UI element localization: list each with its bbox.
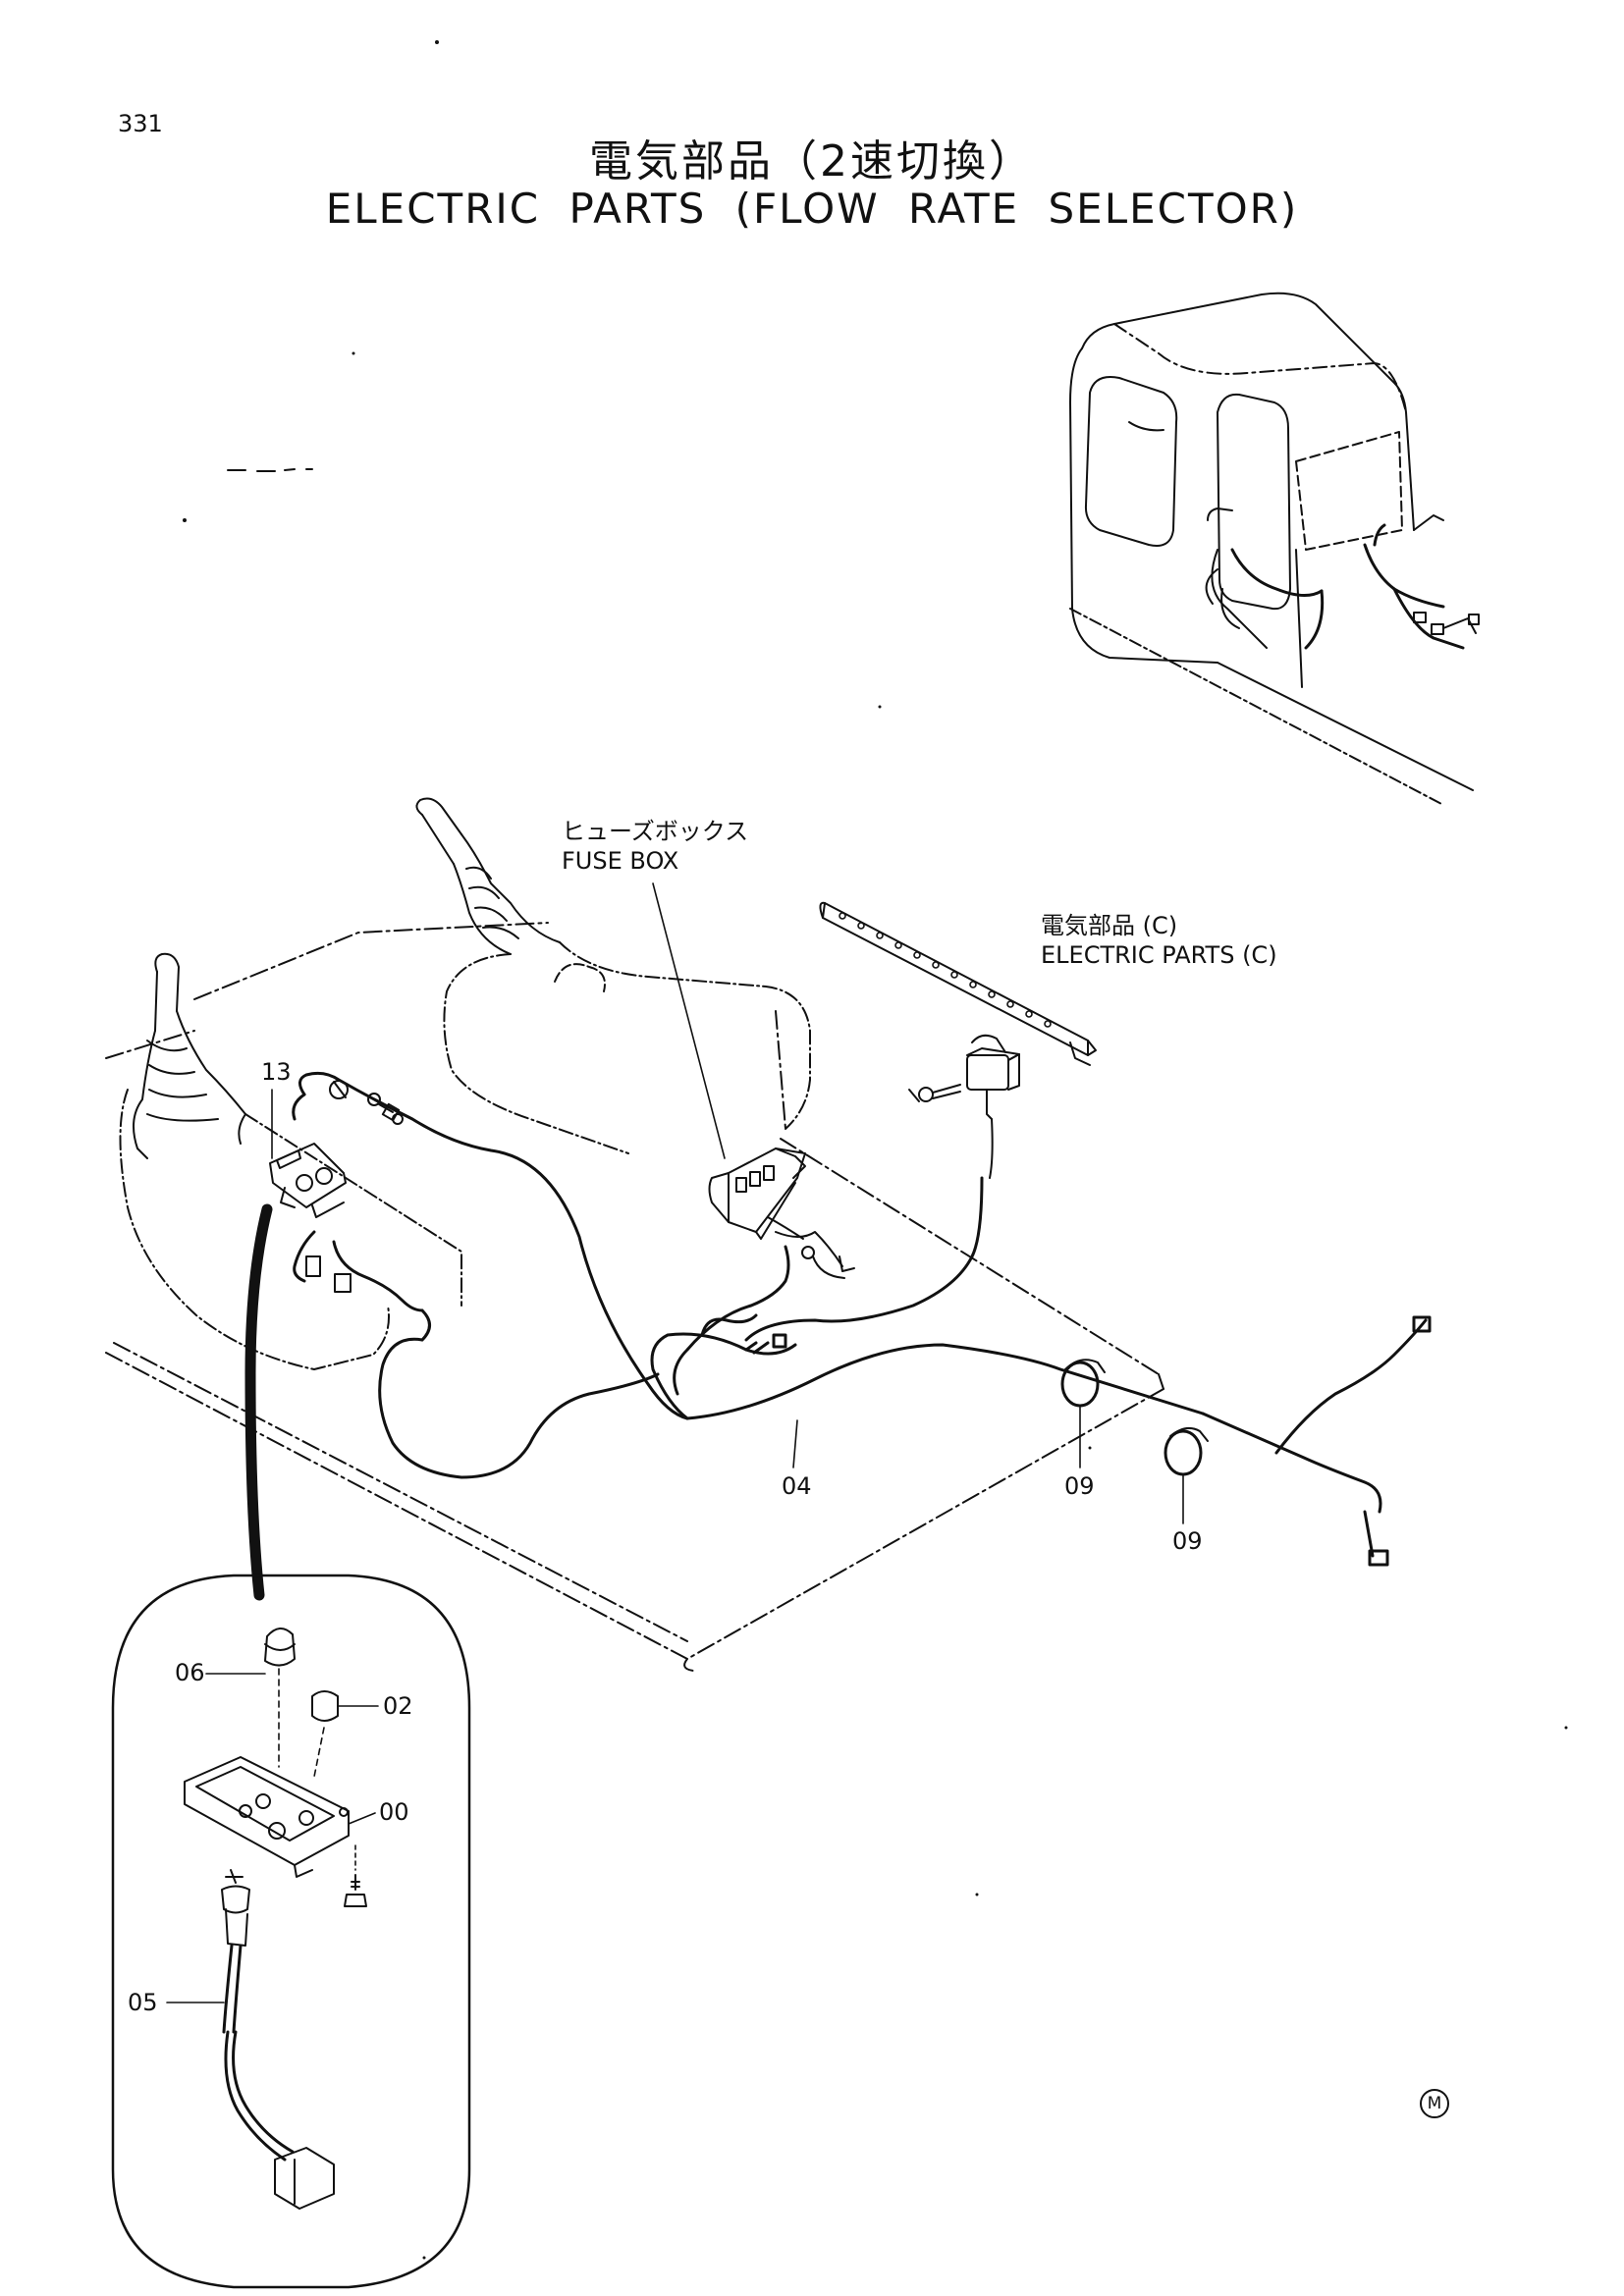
left-connectors: [305, 1080, 404, 1293]
part-label-04: 04: [782, 1472, 812, 1500]
fuse-box-label-english: FUSE BOX: [562, 847, 679, 875]
console-switch: [269, 1143, 347, 1218]
cab-illustration: [1069, 292, 1480, 806]
wire-harness-04: [292, 1071, 1432, 1567]
right-control-lever: [415, 797, 811, 1154]
floor-plate: [105, 922, 1164, 1672]
corner-m-mark: M: [1420, 2089, 1449, 2118]
part-label-06: 06: [175, 1659, 205, 1686]
fuse-box-callout: ヒューズボックス FUSE BOX: [562, 817, 748, 876]
detail-leader: [244, 1203, 273, 1601]
electric-parts-c-callout: 電気部品 (C) ELECTRIC PARTS (C): [1041, 911, 1277, 970]
part-label-13: 13: [261, 1058, 292, 1086]
detail-capsule: [111, 1574, 471, 2289]
left-control-lever: [119, 952, 462, 1370]
part-label-02: 02: [383, 1692, 413, 1720]
leader-lines: [271, 882, 1184, 1524]
fuse-box: [708, 1148, 855, 1279]
electric-parts-c-label-japanese: 電気部品 (C): [1041, 912, 1178, 939]
electric-parts-c-bracket: [819, 901, 1097, 1179]
page-number: 331: [118, 110, 163, 137]
part-label-05: 05: [128, 1989, 158, 2016]
part-label-00: 00: [379, 1798, 409, 1826]
scan-specks: [183, 40, 1568, 2260]
fuse-box-label-japanese: ヒューズボックス: [562, 818, 749, 845]
part-label-09-second: 09: [1172, 1527, 1203, 1555]
page-title-english: ELECTRIC PARTS (FLOW RATE SELECTOR): [325, 185, 1299, 233]
electric-parts-c-label-english: ELECTRIC PARTS (C): [1041, 941, 1277, 969]
part-label-09-first: 09: [1064, 1472, 1095, 1500]
page-title-japanese: 電気部品（2速切換）: [589, 136, 1035, 187]
